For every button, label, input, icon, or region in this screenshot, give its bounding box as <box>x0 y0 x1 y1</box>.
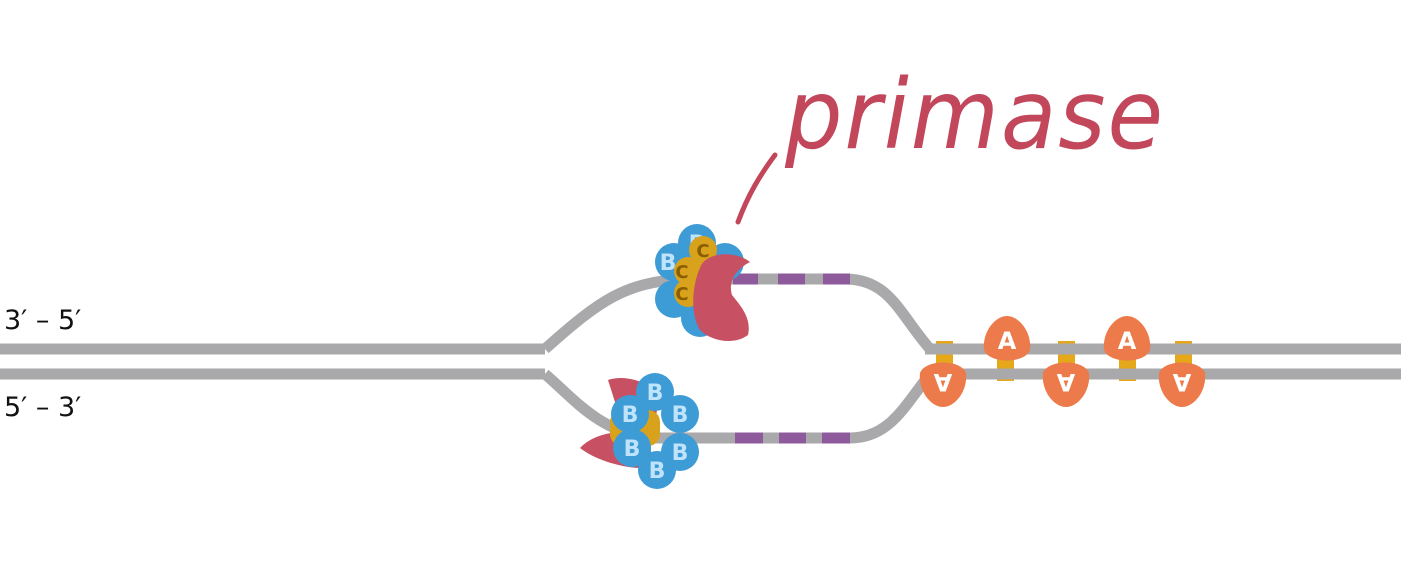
a-protein-body <box>919 362 967 407</box>
c-protein-letter: C <box>675 262 688 283</box>
b-protein <box>638 451 676 489</box>
a-protein-body <box>1042 362 1090 407</box>
primase-pointer-line <box>735 152 778 225</box>
a-protein-body <box>983 316 1031 361</box>
c-protein-letter: C <box>696 241 709 262</box>
c-protein-letter: C <box>675 284 688 305</box>
a-proteins-bottom: A A A <box>919 362 1206 407</box>
b-protein-letter: B <box>660 251 677 276</box>
strand-label-bottom: 5′ – 3′ <box>4 392 82 423</box>
lower-replisome: B B B B B B <box>580 373 699 489</box>
b-protein-letters-lower: B B B B B B <box>622 381 689 484</box>
b-protein-letter: B <box>672 441 689 466</box>
a-protein: A <box>1158 362 1206 407</box>
b-protein <box>636 373 674 411</box>
a-protein-body <box>1103 316 1151 361</box>
a-protein: A <box>919 362 967 407</box>
a-protein: A <box>1042 362 1090 407</box>
b-protein <box>611 395 649 433</box>
b-protein-letter: B <box>649 459 666 484</box>
b-protein-letter: B <box>647 381 664 406</box>
a-proteins-top: A A <box>983 316 1151 361</box>
c-protein <box>689 236 717 264</box>
strand-label-top: 3′ – 5′ <box>4 305 82 336</box>
b-protein-letter: B <box>622 403 639 428</box>
b-protein-letter: B <box>624 437 641 462</box>
a-protein: A <box>1103 316 1151 361</box>
b-protein-cluster-lower <box>611 373 699 489</box>
a-protein-letter: A <box>933 368 952 396</box>
a-protein-letter: A <box>998 327 1017 355</box>
a-protein-letter: A <box>1056 368 1075 396</box>
primase-enzyme <box>693 254 750 342</box>
b-protein <box>661 395 699 433</box>
a-protein-letter: A <box>1172 368 1191 396</box>
bubble-lower-arm <box>541 369 935 444</box>
a-protein-body <box>1158 362 1206 407</box>
upper-replisome: B B C C C C <box>655 224 750 342</box>
c-protein <box>674 257 702 285</box>
b-protein-letter: B <box>672 403 689 428</box>
a-protein: A <box>983 316 1031 361</box>
primase-label: primase <box>784 59 1165 171</box>
a-protein-letter: A <box>1118 327 1137 355</box>
b-protein <box>613 429 651 467</box>
